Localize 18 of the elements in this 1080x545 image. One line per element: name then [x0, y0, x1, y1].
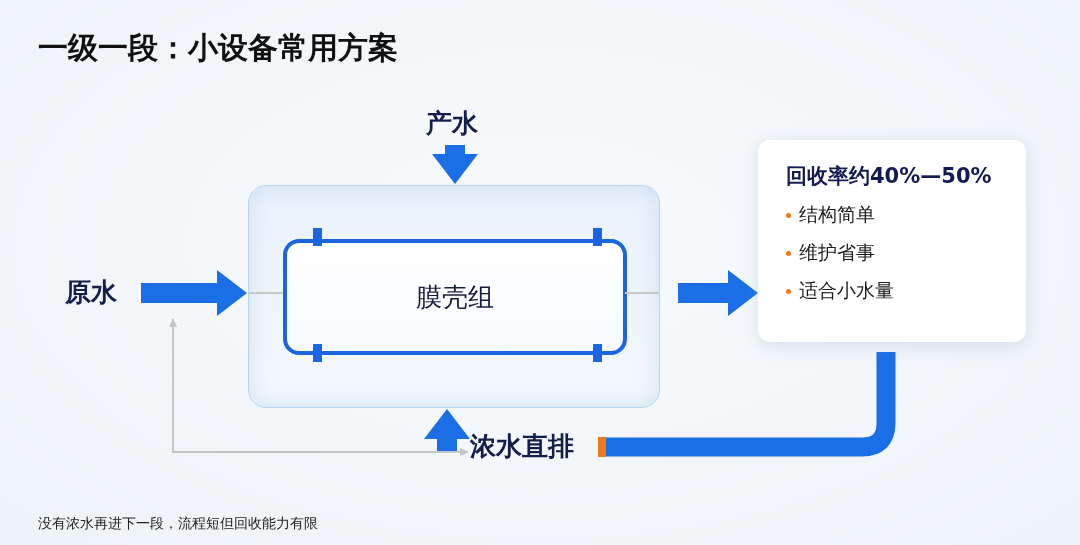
flow-arrow: [678, 270, 758, 316]
card-heading: 回收率约40%—50%: [786, 163, 993, 190]
title: 一级一段：小设备常用方案: [38, 29, 398, 67]
bullet-text: 维护省事: [799, 240, 875, 265]
flow-label: 原水: [65, 275, 127, 311]
flow-arrow: [424, 409, 470, 451]
bullet-text: 结构简单: [799, 202, 875, 227]
bullet-text: 适合小水量: [799, 278, 894, 303]
caption: 没有浓水再进下一段，流程短但回收能力有限: [38, 515, 318, 533]
flow-label: 浓水直排: [470, 429, 598, 465]
info-card: [758, 140, 1026, 342]
module-label: 膜壳组: [416, 280, 494, 314]
flow-arrow: [141, 270, 247, 316]
flow-arrow: [432, 145, 478, 184]
return-arrow: [169, 318, 469, 456]
pipe-line: [598, 352, 896, 457]
module-panel: [248, 185, 660, 408]
flow-label: 产水: [426, 106, 488, 142]
